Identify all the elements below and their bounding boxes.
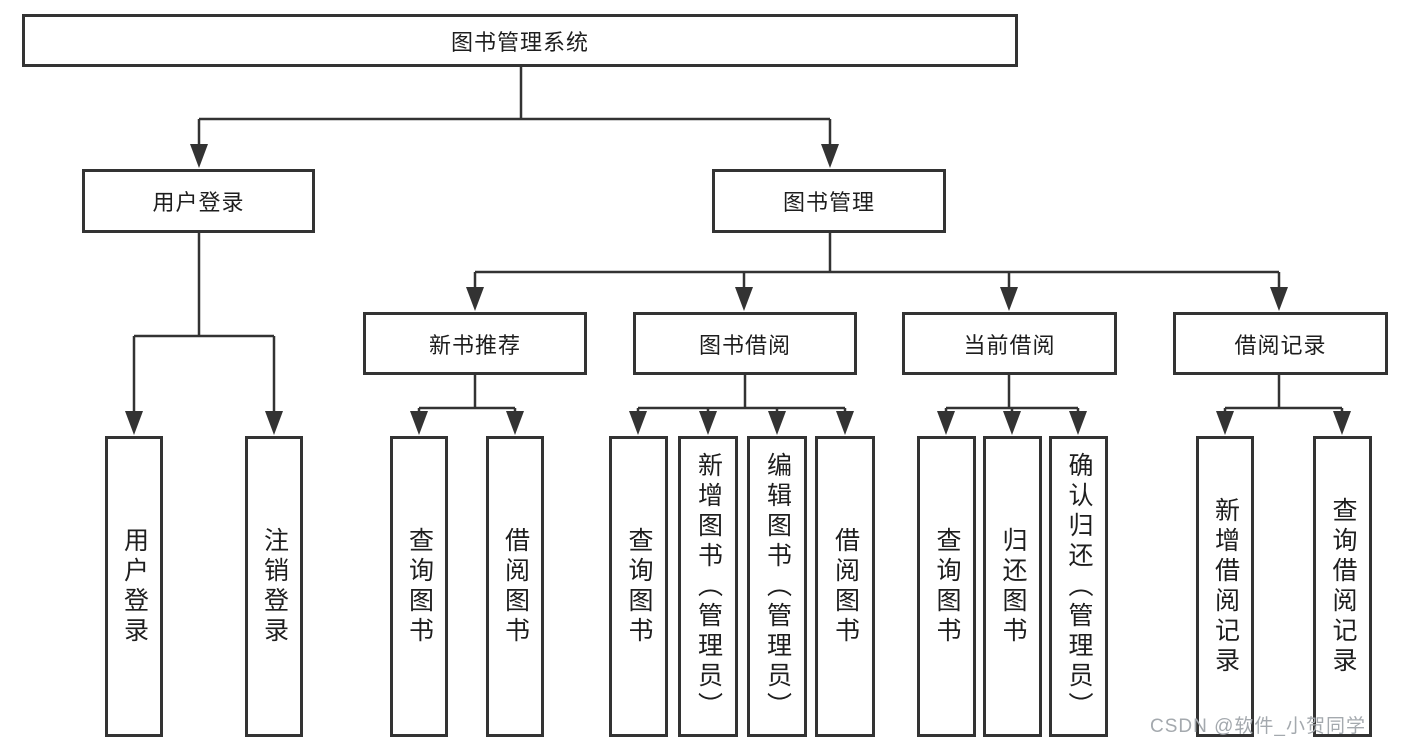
leaf-confirm-return-admin: 确认归还（管理员） bbox=[1049, 436, 1108, 737]
leaf-logout: 注销登录 bbox=[245, 436, 303, 737]
leaf-label: 查询图书 bbox=[933, 526, 961, 647]
leaf-label: 查询图书 bbox=[405, 526, 434, 647]
leaf-label: 归还图书 bbox=[999, 526, 1027, 647]
leaf-borrow-books-1: 借阅图书 bbox=[486, 436, 544, 737]
node-book-borrow: 图书借阅 bbox=[633, 312, 857, 375]
node-current-borrow: 当前借阅 bbox=[902, 312, 1117, 375]
leaf-edit-books-admin: 编辑图书（管理员） bbox=[747, 436, 807, 737]
leaf-label: 确认归还（管理员） bbox=[1065, 451, 1093, 722]
csdn-watermark: CSDN @软件_小贺同学 bbox=[1150, 716, 1366, 737]
leaf-label: 新增图书（管理员） bbox=[694, 451, 723, 722]
arrowhead-icons bbox=[125, 144, 1351, 435]
node-new-book-recommend: 新书推荐 bbox=[363, 312, 587, 375]
leaf-label: 查询图书 bbox=[625, 526, 653, 647]
leaf-label: 新增借阅记录 bbox=[1211, 496, 1240, 677]
leaf-add-books-admin: 新增图书（管理员） bbox=[678, 436, 738, 737]
leaf-label: 查询借阅记录 bbox=[1329, 496, 1357, 677]
leaf-add-borrow-record: 新增借阅记录 bbox=[1196, 436, 1254, 737]
node-borrow-record: 借阅记录 bbox=[1173, 312, 1388, 375]
node-book-management-branch: 图书管理 bbox=[712, 169, 946, 233]
leaf-query-books-3: 查询图书 bbox=[917, 436, 976, 737]
node-user-login-branch: 用户登录 bbox=[82, 169, 315, 233]
leaf-label: 借阅图书 bbox=[501, 526, 530, 647]
leaf-borrow-books-2: 借阅图书 bbox=[815, 436, 875, 737]
node-root-library-system: 图书管理系统 bbox=[22, 14, 1018, 67]
leaf-return-books: 归还图书 bbox=[983, 436, 1042, 737]
leaf-query-borrow-record: 查询借阅记录 bbox=[1313, 436, 1372, 737]
leaf-label: 编辑图书（管理员） bbox=[763, 451, 792, 722]
leaf-query-books-1: 查询图书 bbox=[390, 436, 448, 737]
leaf-label: 借阅图书 bbox=[831, 526, 860, 647]
leaf-user-login: 用户登录 bbox=[105, 436, 163, 737]
leaf-label: 用户登录 bbox=[120, 526, 149, 647]
leaf-label: 注销登录 bbox=[260, 526, 289, 647]
leaf-query-books-2: 查询图书 bbox=[609, 436, 668, 737]
